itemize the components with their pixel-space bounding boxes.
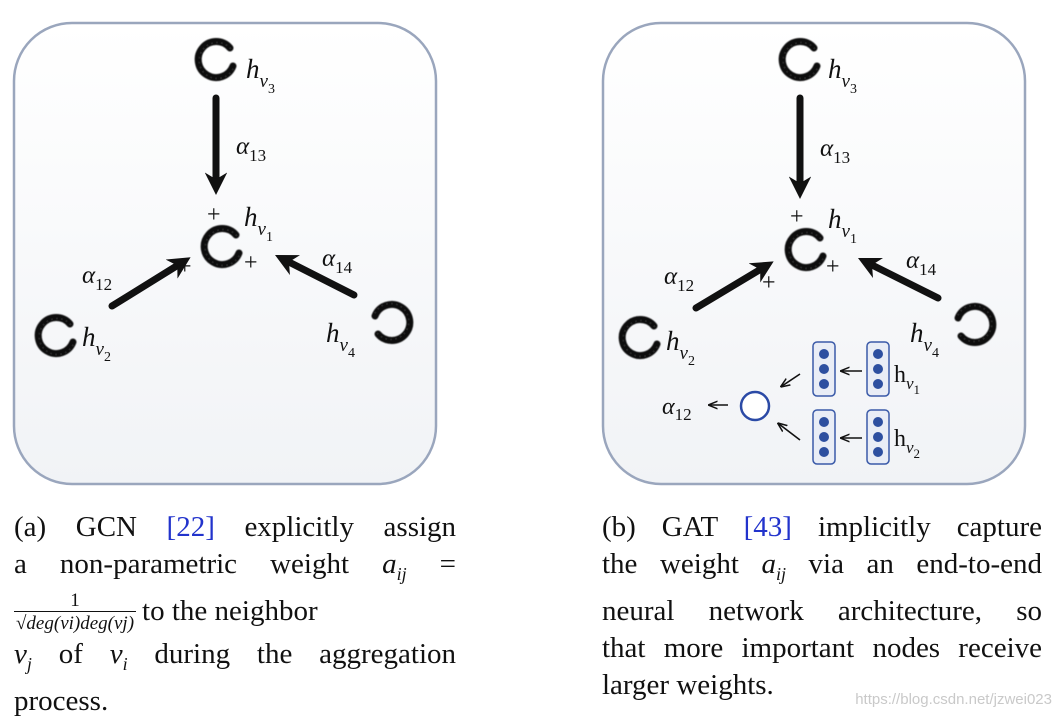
label-inset-hv1: hv1 [894,362,920,397]
caption-b-line-5: larger weights. [602,668,774,701]
caption-b-line-2: the weight aij via an end-to-end [602,548,1043,584]
label-a14: α14 [322,245,353,277]
arrow-a12 [108,257,191,310]
arrow-a14 [275,254,358,299]
label-hv4: hv4 [326,318,355,361]
citation-link-43[interactable]: [43] [743,511,792,543]
plus-top: + [207,202,221,228]
label-hv2: hv2 [82,322,111,365]
caption-a-line-1: (a) GCN [22] explicitly assign [14,511,457,543]
citation-link-22[interactable]: [22] [166,511,215,543]
vector-w1 [812,341,836,397]
attention-inset: α12 hv1 hv2 [662,341,920,465]
label-a13: α13 [236,133,266,165]
panel-b-frame [601,21,1027,486]
label-inset-a12: α12 [662,394,692,424]
plus-right: + [826,254,840,280]
caption-b-line-1: (b) GAT [43] implicitly capture [602,511,1043,543]
panel-a-frame [12,21,438,486]
arrow-a12 [692,261,774,312]
watermark: https://blog.csdn.net/jzwei023 [855,691,1052,708]
caption-a: (a) GCN [22] explicitly assign a non-par… [14,509,456,720]
caption-a-line-5: process. [14,684,109,717]
panel-b: hv3 α13 + hv1 + + α12 α14 hv2 hv4 [601,21,1027,486]
plus-left: + [178,254,192,280]
arrow-w1-node [782,373,801,386]
arrow-w2-node [779,424,801,441]
caption-b-line-4: that more important nodes receive [602,631,1042,664]
label-a14: α14 [906,247,937,279]
vector-h1 [866,341,890,397]
plus-top: + [790,204,804,230]
label-hv4: hv4 [910,318,939,361]
weight-fraction: 1 √deg(vi)deg(vj) [14,589,137,634]
label-a12: α12 [664,263,694,295]
arrow-a14 [857,257,942,302]
caption-a-line-3: 1 √deg(vi)deg(vj) to the neighbor [14,589,318,634]
plus-right: + [244,250,258,276]
caption-a-line-4: vj of vi during the aggregation [14,637,457,674]
label-a12: α12 [82,262,112,294]
panel-a: hv3 α13 + hv1 + + α12 α14 hv2 hv4 [12,21,438,486]
vector-h2 [866,409,890,465]
label-a13: α13 [820,135,850,167]
label-inset-hv2: hv2 [894,426,920,461]
label-hv2: hv2 [666,326,695,369]
caption-b: (b) GAT [43] implicitly capture the weig… [602,509,1042,704]
label-hv3: hv3 [246,54,275,97]
caption-a-line-2: a non-parametric weight aij = [14,548,456,584]
vector-w2 [812,409,836,465]
plus-left: + [762,270,776,296]
label-hv1: hv1 [828,204,857,247]
label-hv3: hv3 [828,54,857,97]
caption-b-line-3: neural network architecture, so [602,594,1042,627]
attention-node [739,390,771,422]
label-hv1: hv1 [244,202,273,245]
